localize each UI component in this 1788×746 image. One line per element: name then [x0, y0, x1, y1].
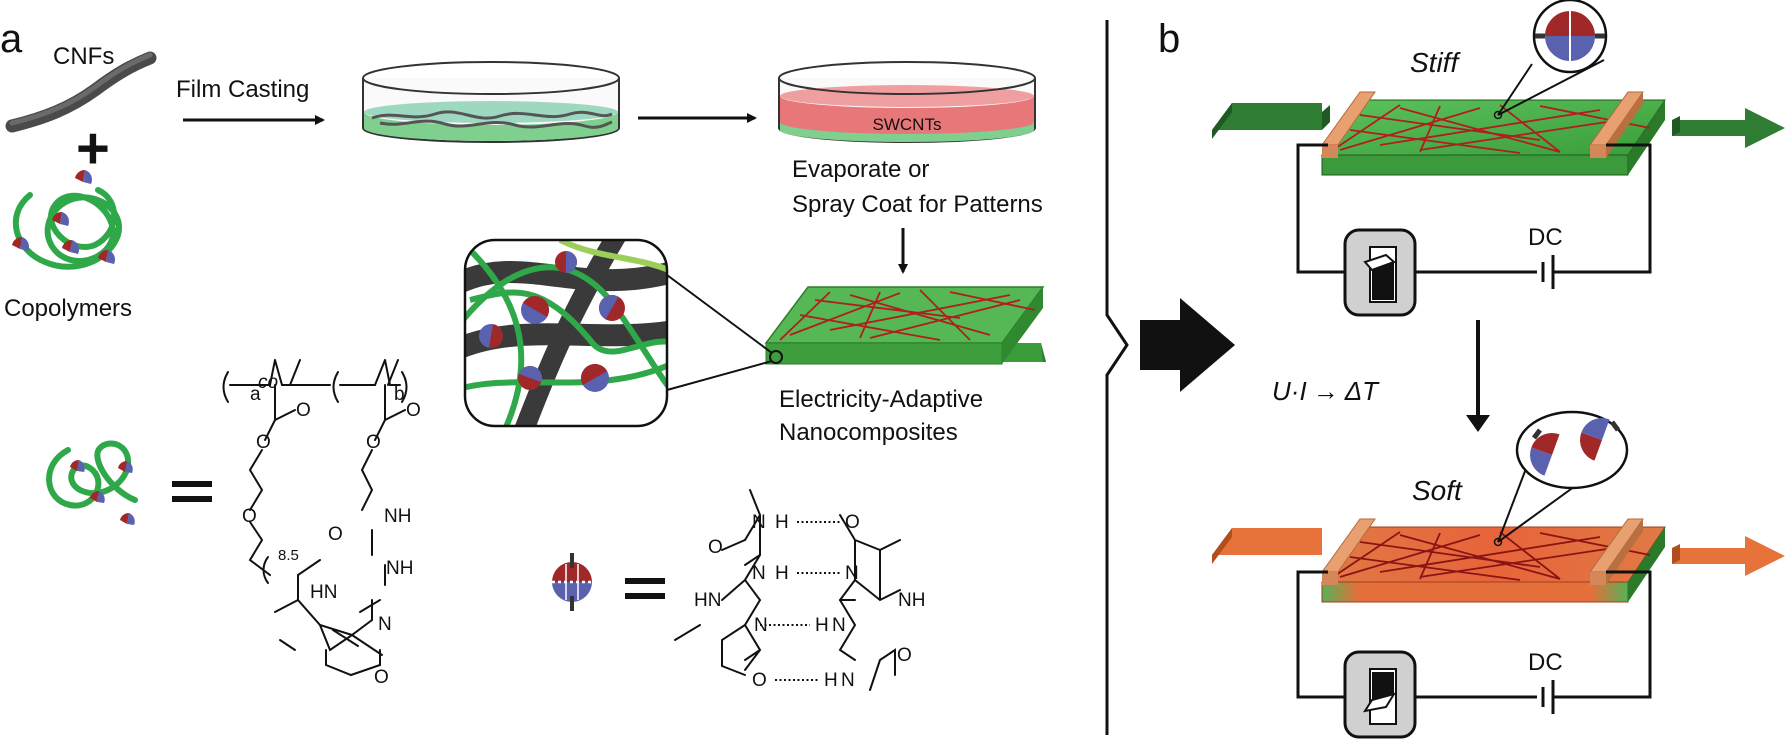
- petri-dish-cnf: [362, 61, 620, 143]
- upy-n1: N: [752, 512, 766, 533]
- upy-h4: H: [824, 670, 838, 691]
- heating-dot: ·: [1291, 376, 1300, 406]
- upy-n6: N: [841, 670, 855, 691]
- copolymer-small-icon: [46, 440, 138, 525]
- stiff-label: Stiff: [1410, 47, 1461, 78]
- upy-unit-icon: [479, 251, 625, 392]
- chem-sub-b: b: [394, 384, 405, 405]
- switch-on-icon: [1362, 668, 1397, 725]
- upy-n3: N: [845, 563, 859, 584]
- stretch-arrow-left-soft: [1212, 528, 1322, 555]
- heating-arrow: →: [1313, 376, 1339, 406]
- stiff-device: OFF DC: [1212, 0, 1785, 317]
- petri-dish-swcnt: [778, 61, 1036, 143]
- nanocomposite-label-2: Nanocomposites: [779, 419, 958, 446]
- soft-label: Soft: [1412, 475, 1463, 506]
- dc-label-top: DC: [1528, 224, 1563, 251]
- upy-dissociated-icon: [1530, 418, 1620, 476]
- upy-o2: O: [708, 537, 723, 558]
- zoom-line-top: [666, 274, 773, 354]
- upy-o1: O: [845, 512, 860, 533]
- zoom-inset: [463, 238, 669, 428]
- upy-h3: H: [815, 615, 829, 636]
- chem-sub-a: a: [250, 384, 261, 405]
- heating-I: I: [1299, 376, 1306, 406]
- chem-sub-85: 8.5: [278, 547, 299, 564]
- chem-n: N: [378, 614, 392, 635]
- chem-nh2: NH: [386, 558, 413, 579]
- zoom-line-bottom: [666, 360, 773, 391]
- chem-o2: O: [406, 400, 421, 421]
- upy-o4: O: [752, 670, 767, 691]
- evaporate-label-1: Evaporate or: [792, 156, 929, 183]
- plus-sign: +: [76, 116, 110, 181]
- cnf-rod-icon: [5, 51, 157, 133]
- film-casting-label: Film Casting: [176, 76, 309, 103]
- copolymers-label: Copolymers: [4, 295, 132, 322]
- upy-dimer-structure: [674, 489, 901, 691]
- chem-hn: HN: [310, 582, 337, 603]
- heating-dT: ΔT: [1344, 376, 1380, 406]
- nanocomposite-label-1: Electricity-Adaptive: [779, 386, 983, 413]
- switch-off-icon: [1363, 246, 1397, 303]
- upy-n2: N: [752, 563, 766, 584]
- chem-o6: O: [328, 524, 343, 545]
- soft-device: ON DC: [1212, 410, 1785, 739]
- copolymer-coil-icon: [12, 169, 123, 270]
- equals-sign-1: [172, 481, 212, 502]
- panel-a: a CNFs + Copolymers Film Casting: [0, 17, 1046, 691]
- down-arrow-icon: [1466, 415, 1490, 432]
- panel-b: b: [1158, 0, 1785, 739]
- upy-hn1: HN: [694, 590, 721, 611]
- dc-label-bottom: DC: [1528, 649, 1563, 676]
- upy-h2: H: [775, 563, 789, 584]
- copolymer-structure: [222, 359, 408, 677]
- chem-o4: O: [366, 432, 381, 453]
- swcnts-label: SWCNTs: [873, 115, 942, 134]
- chem-nh1: NH: [384, 506, 411, 527]
- upy-n5: N: [832, 615, 846, 636]
- chem-co: co: [258, 372, 278, 393]
- heating-U: U: [1272, 376, 1291, 406]
- upy-dimer-icon: [552, 553, 592, 611]
- stretch-arrow-left-stiff: [1212, 103, 1322, 130]
- stretch-arrow-right-soft: [1672, 536, 1785, 576]
- switch-off-label: OFF: [1374, 291, 1392, 301]
- hydrogen-bonds: [760, 521, 840, 681]
- panel-divider: [1105, 20, 1129, 735]
- cnfs-label: CNFs: [53, 43, 114, 70]
- chem-o3: O: [256, 432, 271, 453]
- panel-label-a: a: [0, 17, 23, 61]
- chem-o1: O: [296, 400, 311, 421]
- chem-o7: O: [374, 667, 389, 688]
- evaporate-label-2: Spray Coat for Patterns: [792, 191, 1043, 218]
- nanocomposite-film: [764, 286, 1046, 365]
- stretch-arrow-right-stiff: [1672, 108, 1785, 148]
- equals-sign-2: [625, 578, 665, 599]
- panel-label-b: b: [1158, 17, 1180, 61]
- upy-bonded-icon: [1535, 11, 1605, 61]
- upy-o3: O: [897, 645, 912, 666]
- chem-o5: O: [242, 506, 257, 527]
- upy-n4: N: [754, 615, 768, 636]
- switch-on-label: ON: [1376, 675, 1390, 685]
- upy-nh1: NH: [898, 590, 925, 611]
- heating-label: U·I→ΔT: [1272, 376, 1380, 406]
- big-arrow-icon: [1140, 298, 1235, 392]
- upy-h1: H: [775, 512, 789, 533]
